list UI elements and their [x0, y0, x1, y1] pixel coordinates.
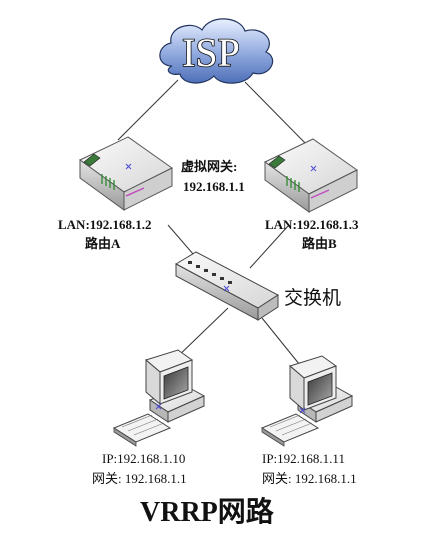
connection-lines: [117, 79, 311, 376]
isp-cloud-icon: ISP: [159, 18, 274, 84]
link-isp-router-b: [244, 81, 311, 149]
router-a-icon: [79, 136, 173, 211]
router-a-lan: LAN:192.168.1.2: [58, 217, 152, 232]
router-b-icon: [264, 138, 358, 213]
switch-icon: [174, 251, 279, 321]
router-b-name: 路由B: [302, 236, 337, 251]
switch-label: 交换机: [284, 287, 342, 309]
link-router-b-switch: [249, 225, 289, 269]
pc-left-gateway: 网关: 192.168.1.1: [92, 471, 187, 486]
link-isp-router-a: [117, 79, 179, 141]
pc-right-icon: [260, 355, 354, 447]
pc-right-gateway: 网关: 192.168.1.1: [262, 471, 357, 486]
router-b-lan: LAN:192.168.1.3: [265, 217, 359, 232]
pc-left-ip: IP:192.168.1.10: [102, 451, 186, 466]
pc-left-icon: [112, 349, 206, 447]
virtual-gateway-label: 虚拟网关:: [181, 159, 238, 174]
diagram-title: VRRP网路: [140, 497, 274, 528]
virtual-gateway-ip: 192.168.1.1: [183, 179, 245, 194]
pc-right-ip: IP:192.168.1.11: [262, 451, 345, 466]
router-a-name: 路由A: [85, 236, 121, 251]
isp-label: ISP: [182, 30, 240, 75]
